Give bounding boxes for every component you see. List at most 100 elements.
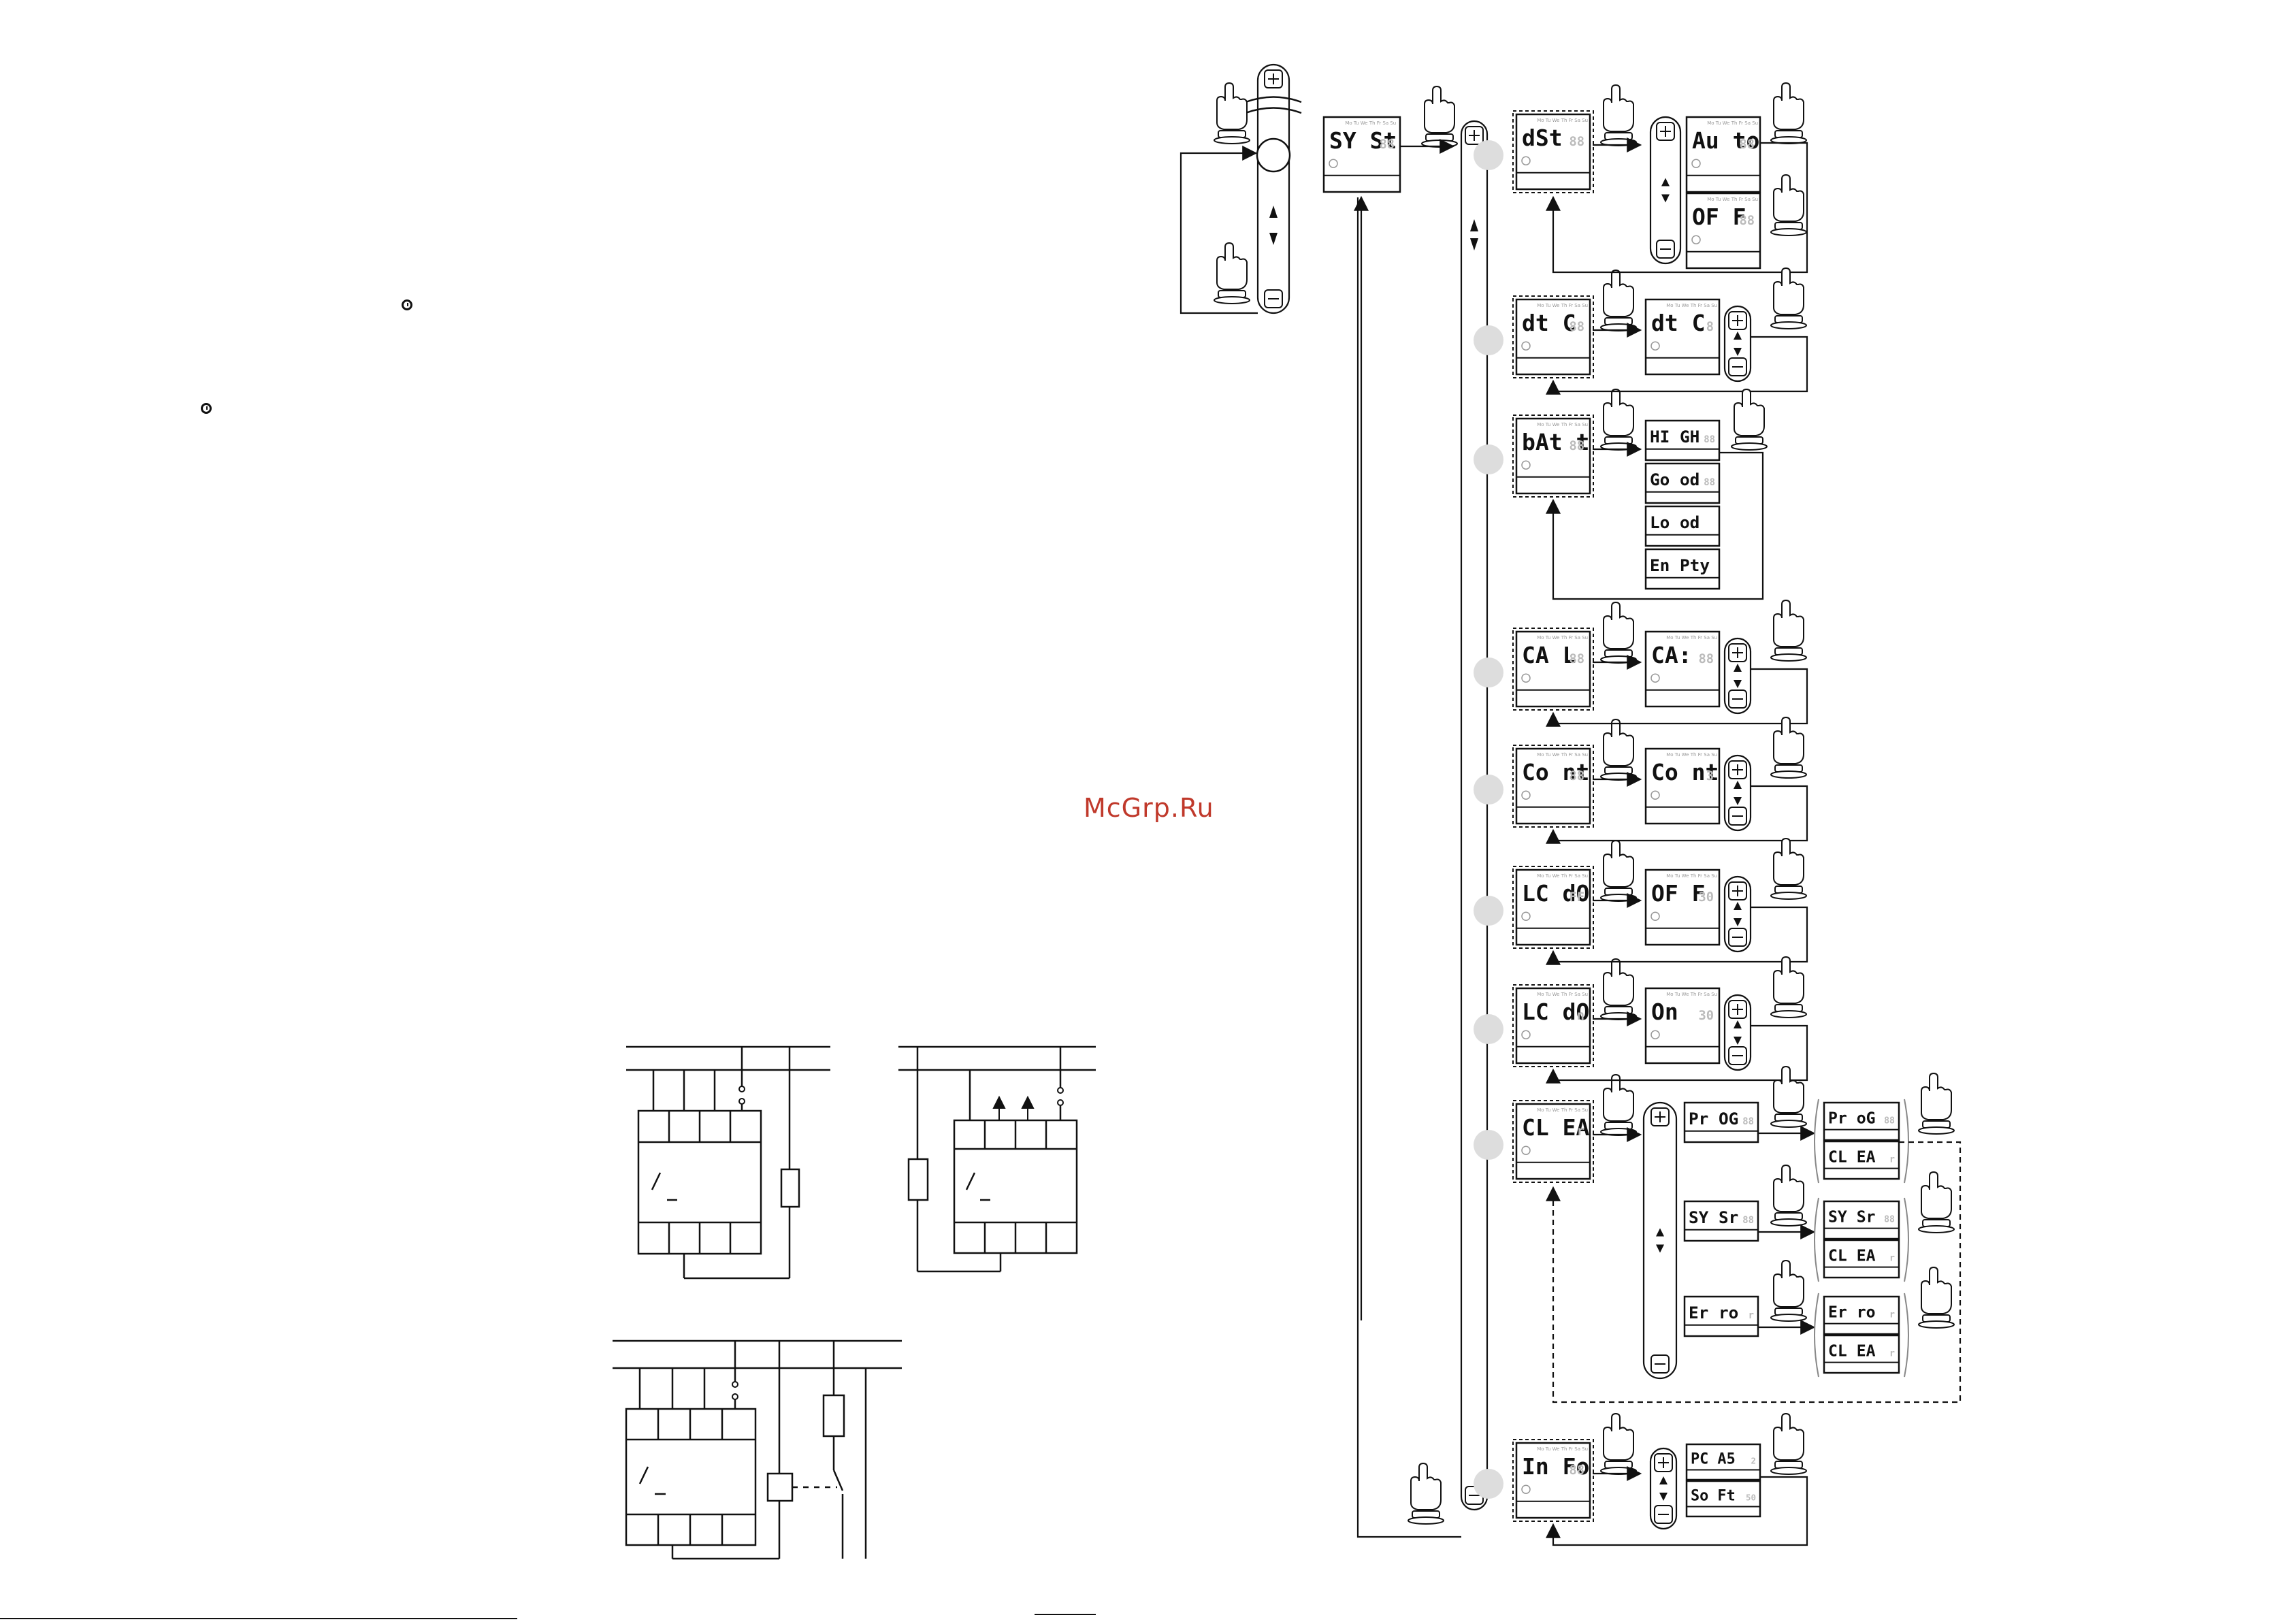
lcd-frame bbox=[1515, 113, 1591, 191]
press-hand-icon bbox=[1600, 389, 1637, 451]
press-hand-icon bbox=[1770, 1165, 1807, 1227]
plus-minus-buttons bbox=[1723, 875, 1752, 953]
down-arrow-icon bbox=[1734, 348, 1742, 356]
hand-shape bbox=[1770, 956, 1807, 1018]
lcd-main-text: CL EA bbox=[1828, 1342, 1876, 1360]
press-hand-icon bbox=[1770, 82, 1807, 144]
selection-frame bbox=[1512, 866, 1594, 949]
load bbox=[907, 1158, 929, 1201]
lcd-frame bbox=[1683, 1295, 1759, 1337]
output-arrow-icon bbox=[992, 1095, 1006, 1120]
switch-contact bbox=[738, 1098, 745, 1105]
lcd-frame bbox=[1515, 1103, 1591, 1180]
dst-plus-minus bbox=[1649, 116, 1682, 265]
lcd-frame bbox=[1644, 987, 1721, 1065]
clock-icon bbox=[1521, 1484, 1531, 1494]
press-hand-icon bbox=[1600, 1413, 1637, 1475]
break-mark bbox=[1245, 96, 1302, 103]
hand-shape bbox=[1770, 82, 1807, 144]
ok-button bbox=[1256, 137, 1291, 173]
down-arrow-icon bbox=[1661, 194, 1670, 203]
lcd-day-row: Mo Tu We Th Fr Sa Su bbox=[1345, 120, 1396, 126]
lcd-main-text: CL EA bbox=[1522, 1114, 1589, 1141]
lcd-day-row: Mo Tu We Th Fr Sa Su bbox=[1537, 992, 1588, 997]
lcd-frame bbox=[1644, 505, 1721, 547]
hand-shape bbox=[1770, 1260, 1807, 1322]
clock-icon bbox=[201, 403, 212, 414]
lcd-main-text: En Pty bbox=[1650, 555, 1710, 575]
hand-shape bbox=[1600, 270, 1637, 331]
lcd-day-row: Mo Tu We Th Fr Sa Su bbox=[1666, 992, 1717, 997]
press-hand-icon bbox=[1770, 956, 1807, 1018]
up-arrow-icon bbox=[1734, 902, 1742, 910]
lcd-main-text: Er ro bbox=[1828, 1303, 1876, 1321]
hand-shape bbox=[1600, 389, 1637, 451]
clock-icon bbox=[402, 299, 412, 310]
lcd-day-row: Mo Tu We Th Fr Sa Su bbox=[1707, 120, 1758, 126]
clock-icon bbox=[1521, 460, 1531, 470]
selection-frame bbox=[1512, 745, 1594, 828]
button-pill bbox=[1642, 1101, 1678, 1380]
lcd-small-text: 88 bbox=[1569, 135, 1584, 149]
press-hand-icon bbox=[1918, 1171, 1955, 1233]
switch-contact bbox=[732, 1381, 738, 1388]
press-hand-icon bbox=[1731, 389, 1768, 451]
lcd-small-text: 88 bbox=[1569, 320, 1584, 334]
lcd-main-text: SY Sr bbox=[1828, 1208, 1876, 1226]
switch-contact bbox=[738, 1086, 745, 1092]
clock-icon bbox=[1521, 790, 1531, 800]
hand-shape bbox=[1214, 242, 1250, 304]
lcd-small-text: 88 bbox=[1569, 1463, 1584, 1478]
load bbox=[780, 1168, 800, 1208]
lcd-frame bbox=[1823, 1200, 1900, 1240]
menu-step-marker bbox=[1474, 1469, 1503, 1499]
up-arrow-icon bbox=[1734, 664, 1742, 672]
lcd-main-text: dt C bbox=[1651, 310, 1705, 336]
lcd-small-text: 88 bbox=[1884, 1116, 1895, 1126]
lcd-main-text: Er ro bbox=[1689, 1303, 1738, 1322]
plus-minus-buttons bbox=[1723, 994, 1752, 1071]
contactor-coil bbox=[766, 1472, 794, 1502]
hand-shape bbox=[1600, 1413, 1637, 1475]
press-hand-icon bbox=[1918, 1267, 1955, 1329]
bracket-arrow bbox=[1814, 1197, 1819, 1282]
lcd-main-text: LC dO bbox=[1522, 880, 1589, 907]
press-hand-icon bbox=[1600, 84, 1637, 146]
button-pill bbox=[1256, 63, 1290, 314]
lcd-day-row: Mo Tu We Th Fr Sa Su bbox=[1537, 1446, 1588, 1452]
menu-step-marker bbox=[1474, 1014, 1503, 1044]
output-arrow-icon bbox=[1021, 1095, 1035, 1120]
clock-icon bbox=[1521, 341, 1531, 351]
lcd-main-text: CL EA bbox=[1828, 1247, 1876, 1265]
selection-frame bbox=[1512, 415, 1594, 498]
lcd-main-text: SY St bbox=[1329, 127, 1397, 154]
lcd-frame bbox=[1644, 747, 1721, 825]
clock-icon bbox=[1521, 1146, 1531, 1155]
selection-frame bbox=[1512, 110, 1594, 193]
lcd-main-text: dt C bbox=[1522, 310, 1576, 336]
press-hand-icon bbox=[1214, 242, 1250, 304]
lcd-main-text: So Ft bbox=[1691, 1488, 1736, 1505]
clock-icon bbox=[1650, 341, 1660, 351]
press-hand-icon bbox=[1918, 1073, 1955, 1135]
down-arrow-icon bbox=[1734, 797, 1742, 805]
press-hand-icon bbox=[1770, 1260, 1807, 1322]
lcd-small-text: 88 bbox=[1569, 652, 1584, 666]
lcd-main-text: Au to bbox=[1692, 127, 1759, 154]
clock-icon bbox=[1521, 911, 1531, 921]
lcd-small-text: 30 bbox=[1698, 890, 1714, 905]
plus-minus-buttons bbox=[1723, 305, 1752, 383]
selection-frame bbox=[1512, 295, 1594, 378]
lcd-day-row: Mo Tu We Th Fr Sa Su bbox=[1537, 873, 1588, 879]
lcd-small-text: FF bbox=[1569, 890, 1584, 905]
